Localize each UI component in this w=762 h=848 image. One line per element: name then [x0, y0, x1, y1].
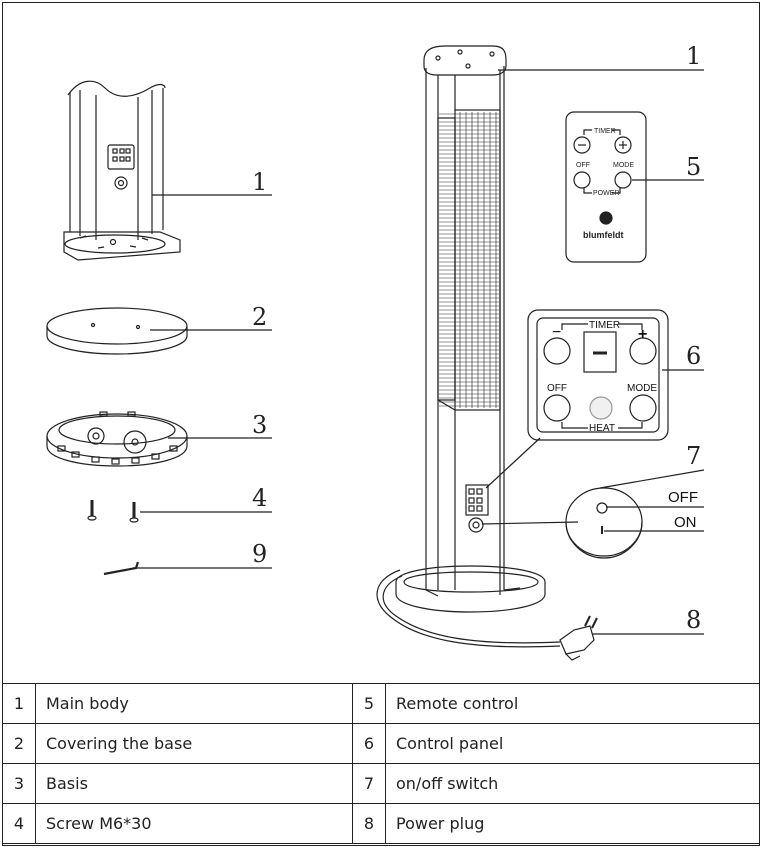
table-row: 2 Covering the base 6 Control panel: [2, 723, 760, 764]
heating-element-grid: [439, 112, 499, 408]
part-name: Remote control: [385, 683, 760, 724]
part-number: 8: [352, 803, 386, 844]
panel-timer-label: TIMER: [589, 320, 620, 331]
leader-line-6b: [485, 437, 541, 489]
switch-on-label: ON: [674, 514, 697, 531]
part-number: 1: [2, 683, 36, 724]
part-number: 5: [352, 683, 386, 724]
callout-control-panel: 6: [686, 342, 701, 370]
switch-off-label: OFF: [668, 489, 698, 506]
remote-off-label: OFF: [576, 162, 590, 169]
on-off-switch: [565, 487, 643, 559]
part-number: 4: [2, 803, 36, 844]
basis-part: [46, 411, 188, 467]
callout-remote: 5: [686, 153, 701, 181]
tower-heater: [376, 45, 561, 648]
callout-allen-key: 9: [252, 540, 267, 568]
power-plug: [559, 615, 598, 661]
part-name: Screw M6*30: [35, 803, 353, 844]
part-name: Covering the base: [35, 723, 353, 764]
callout-cover: 2: [252, 303, 267, 331]
remote-timer-label: TIMER: [594, 128, 616, 135]
allen-key-part: [103, 561, 140, 576]
remote-power-label: POWER: [593, 190, 619, 197]
remote-brand-label: blumfeldt: [583, 230, 624, 240]
part-name: Main body: [35, 683, 353, 724]
callout-basis: 3: [252, 411, 267, 439]
part-name: Control panel: [385, 723, 760, 764]
base-cover-part: [46, 307, 188, 355]
panel-minus-label: −: [552, 324, 561, 341]
part-number: 2: [2, 723, 36, 764]
callout-main-body-detail: 1: [252, 168, 267, 196]
panel-off-label: OFF: [547, 383, 567, 394]
callout-screws: 4: [252, 484, 267, 512]
panel-plus-label: +: [638, 326, 647, 343]
panel-heat-label: HEAT: [589, 423, 615, 434]
part-number: 7: [352, 763, 386, 804]
callout-main-body: 1: [686, 42, 701, 70]
part-number: 3: [2, 763, 36, 804]
table-row: 1 Main body 5 Remote control: [2, 683, 760, 724]
screws-part: [87, 500, 139, 523]
table-row: 3 Basis 7 on/off switch: [2, 763, 760, 804]
leader-line-7: [599, 469, 705, 489]
panel-mode-label: MODE: [627, 383, 657, 394]
table-row: 4 Screw M6*30 8 Power plug: [2, 803, 760, 844]
callout-switch: 7: [686, 442, 701, 470]
parts-list-table: 1 Main body 5 Remote control 2 Covering …: [2, 683, 760, 844]
remote-control: [565, 111, 647, 263]
leader-line-7b: [481, 521, 579, 525]
main-body-base-detail: [63, 80, 181, 261]
remote-mode-label: MODE: [613, 162, 634, 169]
part-number: 6: [352, 723, 386, 764]
part-name: Power plug: [385, 803, 760, 844]
assembly-diagram: 1 2 3 4 9 1 5 6 7 8 TIMER OFF MODE POWER…: [46, 42, 705, 661]
part-name: on/off switch: [385, 763, 760, 804]
control-panel: [527, 309, 669, 441]
part-name: Basis: [35, 763, 353, 804]
callout-plug: 8: [686, 606, 701, 634]
